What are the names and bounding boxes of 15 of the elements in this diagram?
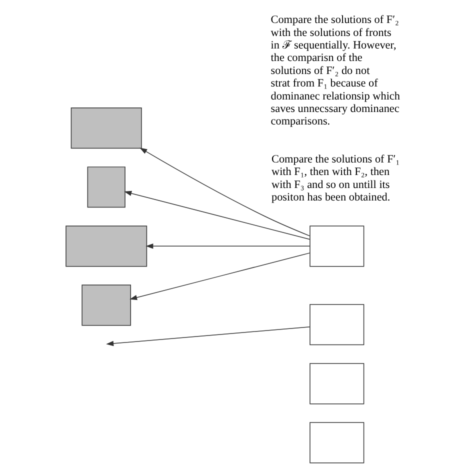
node-box: [65, 226, 147, 267]
arrow: [106, 326, 310, 346]
arrow: [139, 148, 310, 236]
arrow: [145, 244, 310, 249]
label: Compare the solutions of F′₂ with the solutions of fronts in ℱ sequentially. However, the comparisn of the solutions of F′₂ do not strat from F₁ because of dominanec relationsip which saves unnecssary dominanec comparisons.: [270, 14, 400, 128]
node-box: [309, 363, 364, 404]
node-box: [86, 166, 125, 208]
label: Compare the solutions of F′₁ with F₁, then with F₂, then with F₃ and so on untill its positon has been obtained.: [271, 153, 400, 204]
node-box: [309, 226, 364, 267]
node-box: [309, 304, 364, 346]
arrow: [129, 252, 310, 300]
node-box: [309, 422, 364, 464]
arrow: [124, 190, 310, 240]
node-box: [81, 284, 130, 326]
node-box: [70, 108, 142, 149]
